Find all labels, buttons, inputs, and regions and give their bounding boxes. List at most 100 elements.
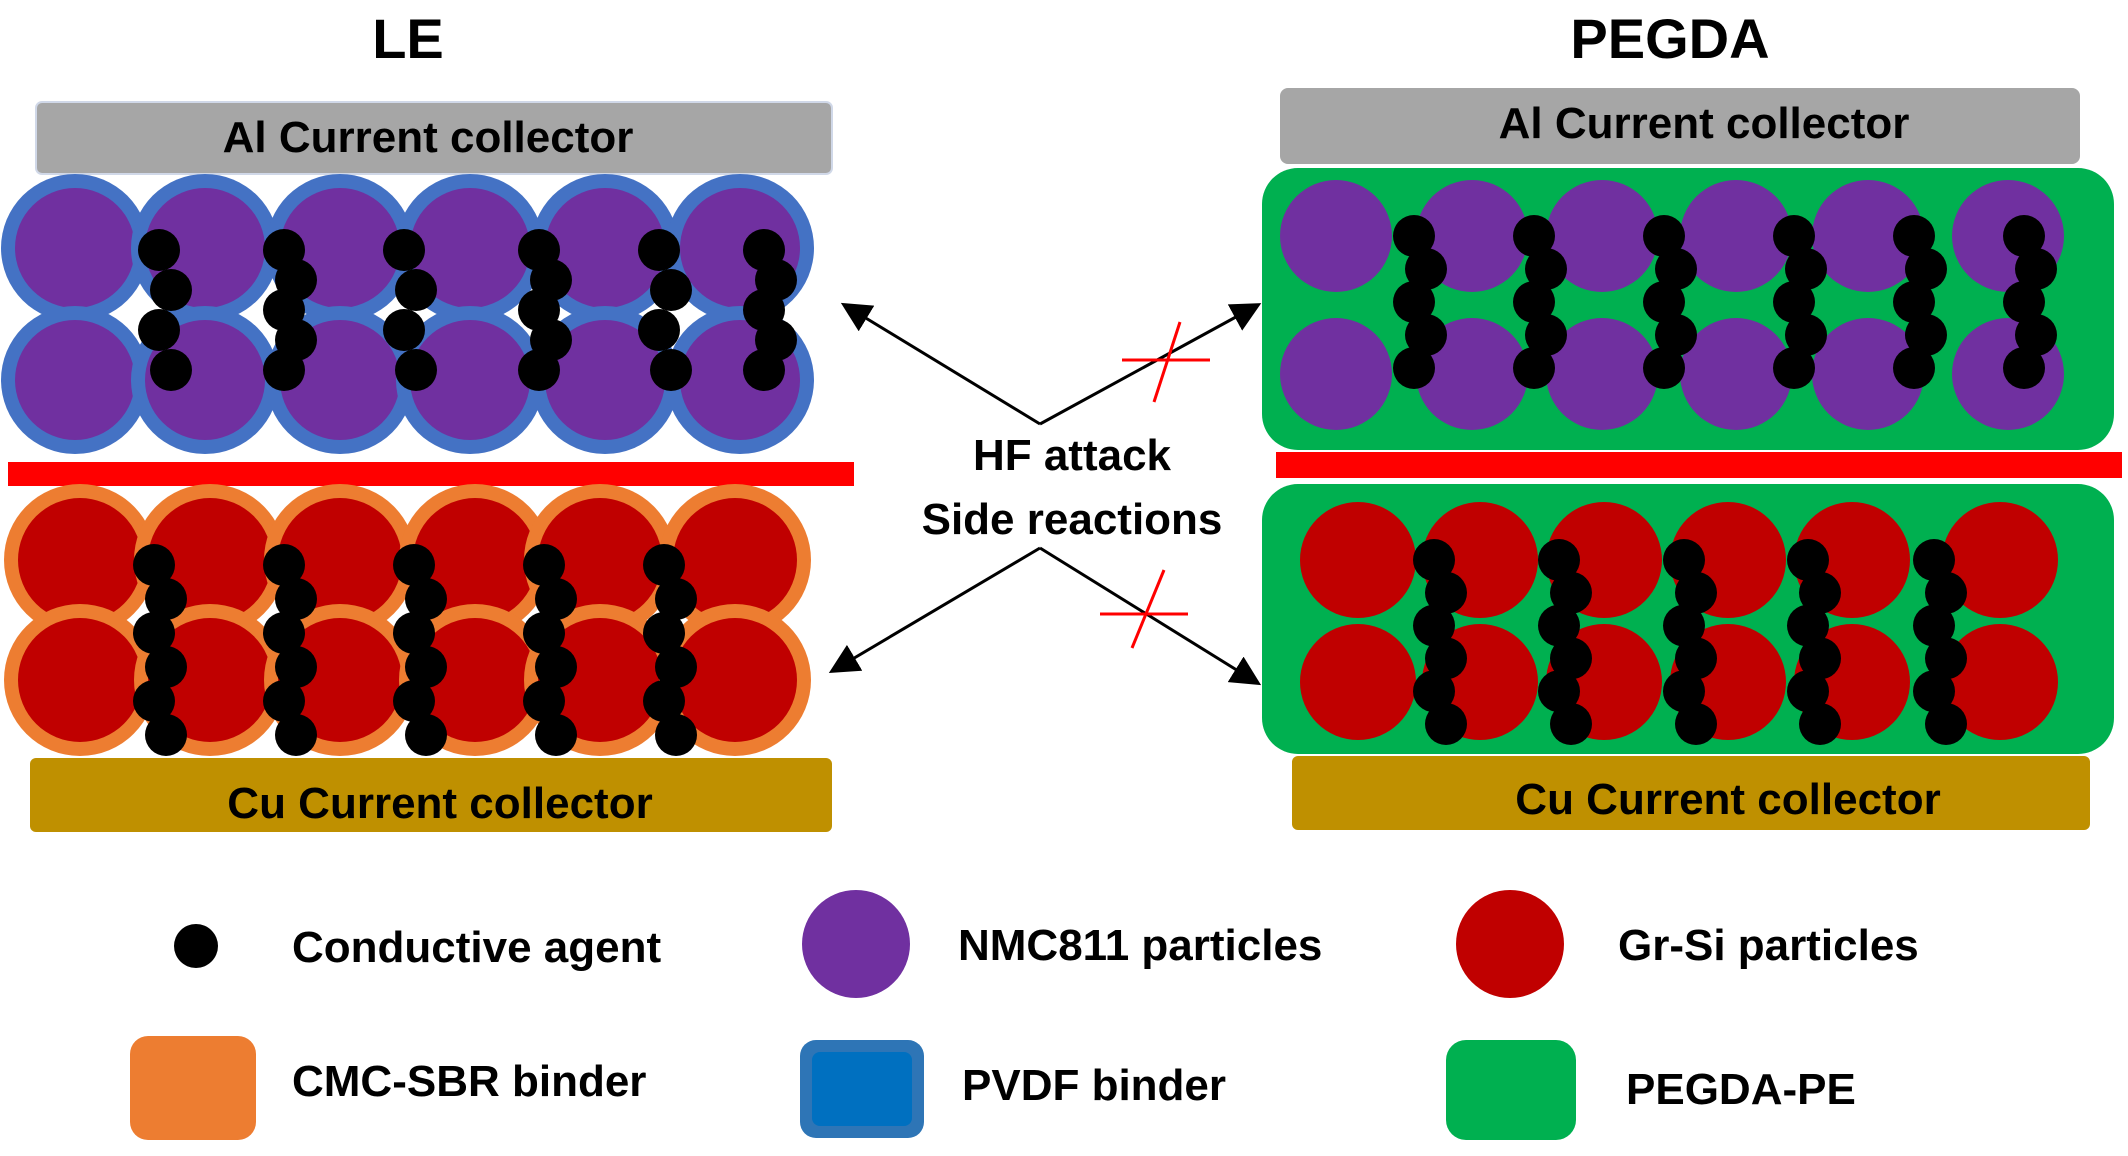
right-nmc811-particle (1280, 180, 1392, 292)
conductive-agent-dot (1663, 670, 1705, 713)
conductive-agent-dot (275, 578, 317, 620)
legend-grsi-label: Gr-Si particles (1618, 921, 1919, 970)
conductive-agent-dot (1905, 314, 1947, 356)
right-grsi-particle (1942, 502, 2058, 618)
left-nmc811-particle (15, 320, 135, 440)
conductive-agent-dot (133, 680, 175, 722)
left-grsi-particle (673, 498, 797, 622)
conductive-agent-dot (1905, 248, 1947, 290)
legend-pegda-pe-label: PEGDA-PE (1626, 1065, 1856, 1114)
conductive-agent-dot (523, 612, 565, 654)
left-grsi-particle (278, 618, 402, 742)
conductive-agent-dot (133, 544, 175, 586)
conductive-agent-dot (535, 578, 577, 620)
conductive-agent-dot (1675, 703, 1717, 745)
left-panel-title: LE (372, 7, 444, 70)
conductive-agent-dot (1643, 347, 1685, 389)
left-nmc811-particle (410, 188, 530, 308)
conductive-agent-dot (1675, 637, 1717, 680)
conductive-agent-dot (1655, 248, 1697, 290)
left-anode-layer (4, 484, 811, 756)
conductive-agent-dot (1513, 347, 1555, 389)
conductive-agent-dot (1787, 539, 1829, 581)
conductive-agent-dot (1893, 281, 1935, 323)
right-cu-collector (1292, 756, 2090, 830)
conductive-agent-dot (655, 646, 697, 688)
conductive-agent-dot (1799, 571, 1841, 614)
conductive-agent-dot (138, 229, 180, 271)
legend-grsi-swatch (1456, 890, 1564, 998)
legend-nmc811-label: NMC811 particles (958, 921, 1322, 970)
conductive-agent-dot (150, 269, 192, 311)
conductive-agent-dot (1393, 215, 1435, 257)
conductive-agent-dot (1525, 248, 1567, 290)
conductive-agent-dot (1405, 248, 1447, 290)
conductive-agent-dot (145, 646, 187, 688)
left-al-collector-label: Al Current collector (223, 113, 634, 162)
left-nmc811-particle (410, 320, 530, 440)
left-cu-collector (30, 758, 832, 832)
right-separator (1276, 452, 2122, 478)
right-grsi-particle (1942, 624, 2058, 740)
conductive-agent-dot (743, 349, 785, 391)
conductive-agent-dot (523, 680, 565, 722)
conductive-agent-dot (650, 269, 692, 311)
conductive-agent-dot (263, 612, 305, 654)
conductive-agent-dot (1913, 670, 1955, 713)
conductive-agent-dot (275, 714, 317, 756)
conductive-agent-dot (1785, 248, 1827, 290)
right-anode-layer (1300, 502, 2058, 745)
conductive-agent-dot (655, 578, 697, 620)
right-nmc811-particle (1546, 318, 1658, 430)
conductive-agent-dot (1893, 347, 1935, 389)
conductive-agent-dot (263, 349, 305, 391)
conductive-agent-dot (1773, 281, 1815, 323)
conductive-agent-dot (1413, 670, 1455, 713)
arrow-to-right-cathode (1039, 303, 1262, 426)
arrow-to-left-cathode (840, 302, 1041, 426)
conductive-agent-dot (395, 349, 437, 391)
conductive-agent-dot (1393, 347, 1435, 389)
conductive-agent-dot (150, 349, 192, 391)
right-grsi-particle (1300, 502, 1416, 618)
conductive-agent-dot (638, 309, 680, 351)
right-cu-collector-label: Cu Current collector (1515, 775, 1940, 824)
left-cathode-layer (1, 174, 814, 454)
conductive-agent-dot (1799, 703, 1841, 745)
conductive-agent-dot (1663, 604, 1705, 647)
right-al-collector (1280, 88, 2080, 164)
conductive-agent-dot (1513, 215, 1555, 257)
conductive-agent-dot (1675, 571, 1717, 614)
left-grsi-particle (673, 618, 797, 742)
legend-pvdf-label: PVDF binder (962, 1061, 1226, 1110)
right-nmc811-particle (1546, 180, 1658, 292)
right-nmc811-particle (1680, 318, 1792, 430)
conductive-agent-dot (1405, 314, 1447, 356)
conductive-agent-dot (2003, 215, 2045, 257)
right-nmc811-particle (1812, 318, 1924, 430)
conductive-agent-dot (145, 714, 187, 756)
left-al-collector (35, 101, 833, 175)
conductive-agent-dot (643, 680, 685, 722)
conductive-agent-dot (1643, 215, 1685, 257)
legend-pegda-pe-swatch (1446, 1040, 1576, 1140)
conductive-agent-dot (405, 578, 447, 620)
conductive-agent-dot (1538, 539, 1580, 581)
conductive-agent-dot (1787, 604, 1829, 647)
conductive-agent-dot (655, 714, 697, 756)
conductive-agent-dot (1799, 637, 1841, 680)
conductive-agent-dot (1425, 703, 1467, 745)
conductive-agent-dot (643, 544, 685, 586)
arrow-to-left-anode (828, 546, 1041, 674)
conductive-agent-dot (1413, 604, 1455, 647)
right-nmc811-particle (1680, 180, 1792, 292)
conductive-agent-dot (393, 612, 435, 654)
conductive-agent-dot (523, 544, 565, 586)
conductive-agent-dot (2003, 347, 2045, 389)
conductive-agent-dot (1785, 314, 1827, 356)
conductive-agent-dot (405, 646, 447, 688)
conductive-agent-dot (1913, 604, 1955, 647)
right-grsi-particle (1300, 624, 1416, 740)
conductive-agent-dot (133, 612, 175, 654)
right-al-collector-label: Al Current collector (1499, 99, 1910, 148)
